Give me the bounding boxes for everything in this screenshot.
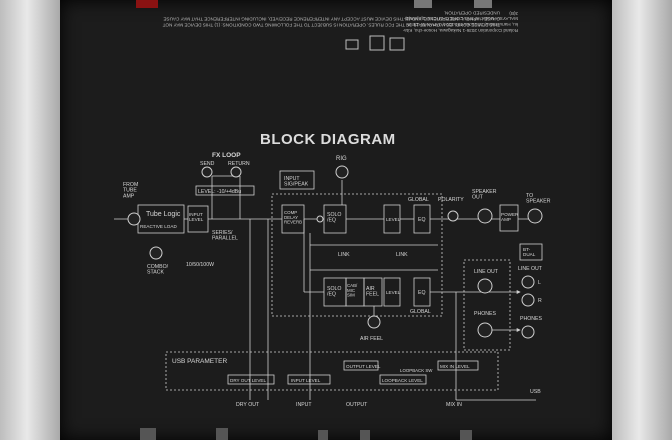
dry-out-level-box [227,374,275,385]
line-out-right-label: LINE OUT [518,266,543,272]
sum-node [316,215,324,223]
output-label: OUTPUT [346,402,368,408]
global-label-bottom: GLOBAL [410,309,431,315]
level-range-box [195,185,255,196]
line-out-l-jack [521,275,535,289]
line-out-knob [477,278,493,294]
return-jack [230,166,242,178]
bottom-connectors [140,428,472,440]
from-amp-jack [127,212,141,226]
phones-label: PHONES [474,311,496,317]
link-label-2: LINK [396,252,408,258]
dashed-processing-box [271,193,443,317]
tube-logic-label: Tube Logic [146,211,181,218]
dry-out-label: DRY OUT [236,402,260,408]
input-label: INPUT [296,402,312,408]
power-amp-box [499,204,519,232]
rig-label: RIG [336,156,347,162]
level-box-bottom [383,277,401,307]
r-label: R [538,298,542,304]
air-feel-knob-label: AIR FEEL [360,336,383,342]
combo-stack-switch [149,246,163,260]
line-out-r-jack [521,293,535,307]
to-speaker-jack [527,208,543,224]
phones-right-label: PHONES [520,316,542,322]
regulatory-icons [345,35,405,51]
phones-knob [477,322,493,338]
air-feel-box [363,277,383,307]
send-label: SEND [200,161,215,167]
loopback-sw-label: LOOPBACK SW [400,368,433,373]
dry-out-level-label: DRY OUT LEVEL [230,378,266,383]
level-label-top: LEVEL [386,217,401,222]
link-label-1: LINK [338,252,350,258]
reactive-load-label: REACTIVE LOAD [140,224,177,229]
level-range-label: LEVEL: -10/+4dBu [198,189,241,195]
watts-label: 10/50/100W [186,262,214,268]
speaker-out-knob [477,208,493,224]
output-level-box [343,360,379,371]
output-level-label: OUTPUT LEVEL [346,364,381,369]
top-connector-2 [474,0,492,8]
mix-in-level-label: MIX IN LEVEL [440,364,470,369]
usb-parameter-box [165,351,499,391]
block-diagram-title: BLOCK DIAGRAM [260,131,396,148]
phones-jack [521,325,535,339]
usb-parameter-label: USB PARAMETER [172,358,227,365]
air-feel-knob [367,315,381,329]
loopback-level-label: LOOPBACK LEVEL [382,378,423,383]
right-side-rail [612,0,672,440]
eq-label-bottom: EQ [418,290,426,296]
usb-label: USB [530,389,541,395]
series-parallel-label: SERIES/PARALLEL [212,230,238,242]
combo-stack-label: COMBO/STACK [147,264,169,276]
send-jack [201,166,213,178]
input-level-usb-box [287,374,331,385]
input-sig-peak-box [279,170,315,190]
mix-in-level-box [437,360,479,371]
bt-dual-label: BT-DUAL [523,247,536,257]
l-label: L [538,280,541,286]
fx-loop-label: FX LOOP [212,152,241,159]
black-panel [60,0,612,440]
loopback-level-box [379,374,427,385]
mix-in-label: MIX IN [446,402,462,408]
solo-eq-label-bottom: SOLO/EQ [327,286,341,298]
solo-eq-label-top: SOLO/EQ [327,212,341,224]
top-red-connector [136,0,158,8]
eq-label-top: EQ [418,217,426,223]
top-connector [414,0,432,8]
polarity-switch [447,210,459,222]
global-label-top: GLOBAL [408,197,429,203]
return-label: RETURN [228,161,250,167]
rig-knob [335,165,349,179]
level-label-bottom: LEVEL [386,290,401,295]
input-level-usb-label: INPUT LEVEL [291,378,321,383]
polarity-label: POLARITY [438,197,464,203]
left-side-rail [0,0,60,440]
line-out-label: LINE OUT [474,269,499,275]
bt-dual-box [519,243,543,261]
